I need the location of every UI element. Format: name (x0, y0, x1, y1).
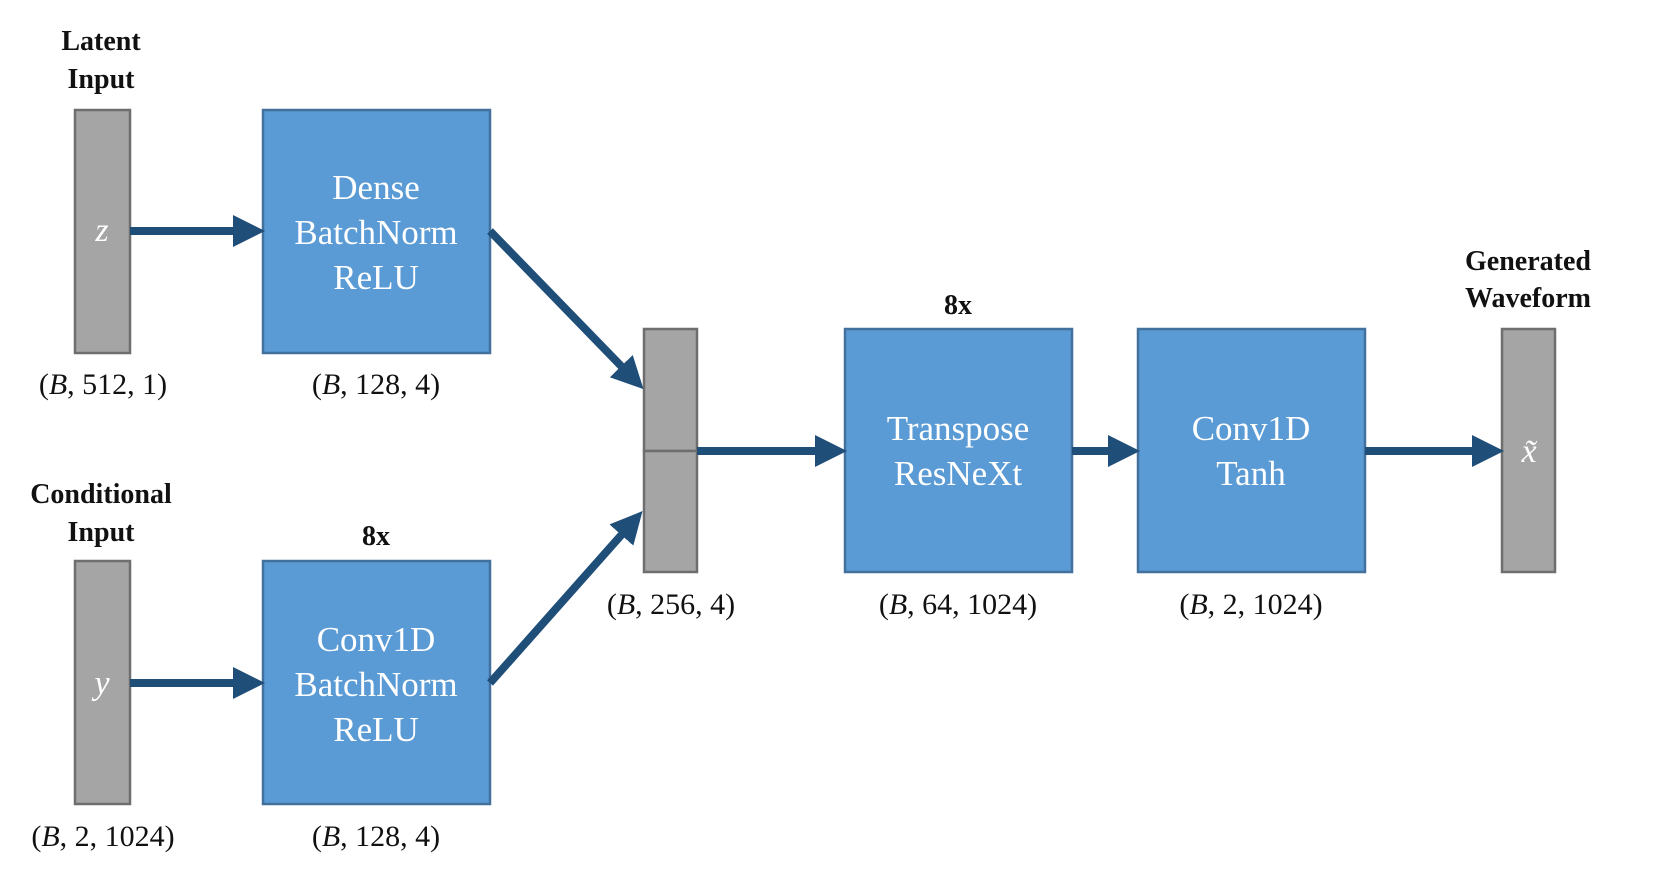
conv-cond-block-shape: (B, 128, 4) (312, 820, 440, 853)
conv-out-block-shape-rest: , 2, 1024) (1208, 588, 1323, 621)
concat-bar-shape-var: B (617, 588, 635, 621)
arrow-conv-to-concat (487, 511, 643, 686)
conditional-input-bar (73, 559, 132, 806)
conv-out-block-line2: Tanh (1216, 454, 1286, 493)
conv-cond-block (261, 559, 492, 806)
dense-block-line2: BatchNorm (294, 213, 457, 252)
resnext-block-line1: Transpose (887, 409, 1030, 448)
concat-bar-top (642, 327, 699, 453)
resnext-block-shape: (B, 64, 1024) (879, 588, 1037, 621)
concat-bar (642, 327, 699, 574)
resnext-block-shape-var: B (889, 588, 907, 621)
conditional-input-shape-rest: , 2, 1024) (60, 820, 175, 853)
output-symbol: x̃ (1520, 433, 1537, 470)
concat-bar-shape-rest: , 256, 4) (635, 588, 735, 621)
output-title-line1: Generated (1465, 246, 1591, 277)
resnext-block (843, 327, 1074, 574)
conv-out-block-line1: Conv1D (1192, 409, 1311, 448)
conv-cond-block-shape-rest: , 128, 4) (340, 820, 440, 853)
conditional-input-shape: (B, 2, 1024) (31, 820, 174, 853)
latent-input-bar (73, 108, 132, 355)
conv-out-block-shape-var: B (1189, 588, 1207, 621)
dense-block-line3: ReLU (333, 258, 419, 297)
conditional-input-shape-var: B (41, 820, 59, 853)
latent-input-symbol: z (94, 212, 108, 249)
conv-cond-repeat-label: 8x (362, 521, 390, 552)
resnext-repeat-label: 8x (944, 290, 972, 321)
output-title-line2: Waveform (1465, 283, 1591, 314)
dense-block (261, 108, 492, 355)
conv-cond-block-line2: BatchNorm (294, 665, 457, 704)
latent-input-shape-rest: , 512, 1) (67, 368, 167, 401)
dense-block-shape-var: B (322, 368, 340, 401)
conv-out-block-shape: (B, 2, 1024) (1179, 588, 1322, 621)
dense-block-line1: Dense (332, 168, 419, 207)
conv-cond-block-line3: ReLU (333, 710, 419, 749)
resnext-block-shape-rest: , 64, 1024) (907, 588, 1037, 621)
dense-block-shape: (B, 128, 4) (312, 368, 440, 401)
latent-input-title-line1: Latent (61, 26, 141, 57)
concat-bar-bottom (642, 449, 699, 574)
conditional-input-symbol: y (91, 665, 110, 702)
output-bar (1500, 327, 1557, 574)
conv-out-block (1136, 327, 1367, 574)
concat-bar-shape: (B, 256, 4) (607, 588, 735, 621)
conv-cond-block-line1: Conv1D (317, 620, 436, 659)
conditional-input-title-line1: Conditional (30, 479, 172, 510)
arrow-dense-to-concat (487, 228, 644, 390)
resnext-block-line2: ResNeXt (894, 454, 1023, 493)
latent-input-shape: (B, 512, 1) (39, 368, 167, 401)
dense-block-shape-rest: , 128, 4) (340, 368, 440, 401)
latent-input-shape-var: B (49, 368, 67, 401)
conditional-input-title-line2: Input (68, 517, 136, 548)
latent-input-title-line2: Input (68, 64, 136, 95)
conv-cond-block-shape-var: B (322, 820, 340, 853)
